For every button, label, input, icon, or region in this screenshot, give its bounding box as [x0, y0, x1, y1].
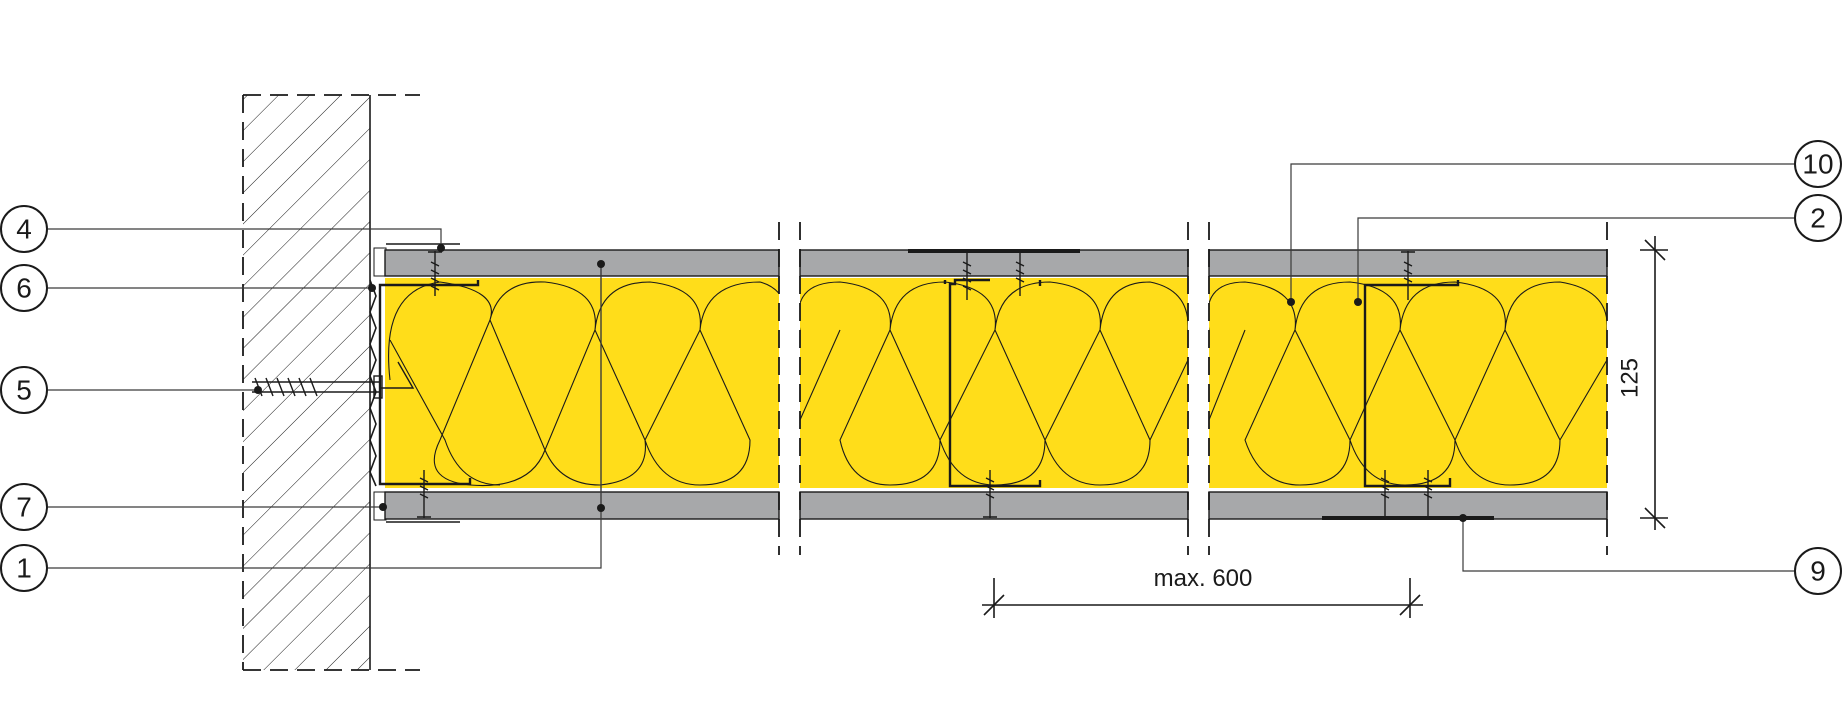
- callout-6-label: 6: [16, 273, 32, 304]
- gypsum-boards: [384, 249, 1608, 520]
- callout-10: 10: [1794, 140, 1842, 188]
- callout-7-label: 7: [16, 492, 32, 523]
- callout-2: 2: [1794, 194, 1842, 242]
- break-lines: [778, 222, 1608, 555]
- metal-studs: [378, 278, 1460, 488]
- callout-5: 5: [0, 366, 48, 414]
- callout-10-label: 10: [1802, 149, 1833, 180]
- mineral-wool-insulation: [385, 278, 1607, 488]
- callout-9-label: 9: [1810, 556, 1826, 587]
- callout-4-label: 4: [16, 214, 32, 245]
- leader-dots: [254, 244, 1467, 522]
- callout-4: 4: [0, 205, 48, 253]
- callout-5-label: 5: [16, 375, 32, 406]
- leader-lines: [48, 163, 1795, 572]
- stud-spacing-label: max. 600: [1154, 565, 1253, 592]
- callout-9: 9: [1794, 547, 1842, 595]
- dimension-wall-thickness: 125: [1617, 236, 1668, 530]
- joint-filler: [908, 249, 1494, 520]
- callout-7: 7: [0, 483, 48, 531]
- callout-1: 1: [0, 544, 48, 592]
- callout-6: 6: [0, 264, 48, 312]
- wall-thickness-label: 125: [1617, 358, 1644, 398]
- callout-2-label: 2: [1810, 203, 1826, 234]
- dimension-stud-spacing: max. 600: [982, 565, 1423, 618]
- callout-1-label: 1: [16, 553, 32, 584]
